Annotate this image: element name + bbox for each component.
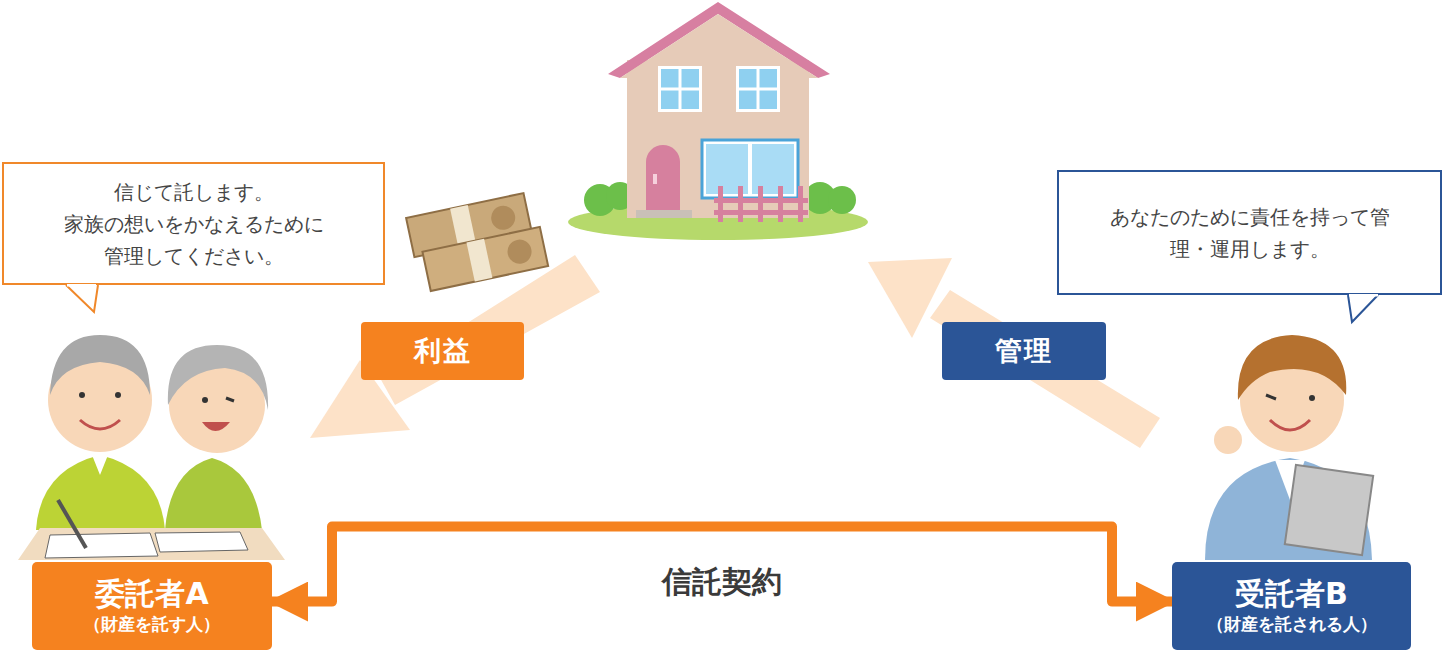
edge-label: 信託契約: [656, 562, 788, 603]
role-box: 委託者A（財産を託す人）: [32, 562, 272, 650]
bubble-tail: [64, 284, 104, 316]
node-text: 信じて託します。 家族の想いをかなえるために 管理してください。: [24, 176, 363, 272]
speech-bubble: あなたのために責任を持って管理・運用します。: [1057, 170, 1442, 295]
node-text: 管理: [995, 333, 1053, 369]
role-box: 受託者B（財産を託される人）: [1172, 562, 1411, 650]
node-text: あなたのために責任を持って管理・運用します。: [1107, 201, 1392, 265]
couple: [18, 335, 285, 560]
flow-tag: 管理: [942, 322, 1106, 380]
house: [568, 2, 868, 240]
node-text: 受託者B: [1235, 576, 1348, 612]
bubble-tail: [1344, 294, 1384, 326]
node-text: 利益: [414, 333, 472, 369]
node-subtext: （財産を託される人）: [1207, 612, 1377, 636]
node-subtext: （財産を託す人）: [84, 612, 220, 636]
node-text: 委託者A: [95, 576, 208, 612]
flow-tag: 利益: [361, 322, 524, 380]
banknotes: [406, 193, 548, 291]
trustee: [1205, 335, 1373, 560]
speech-bubble: 信じて託します。 家族の想いをかなえるために 管理してください。: [2, 162, 385, 285]
contract-arrow: [272, 527, 1172, 602]
